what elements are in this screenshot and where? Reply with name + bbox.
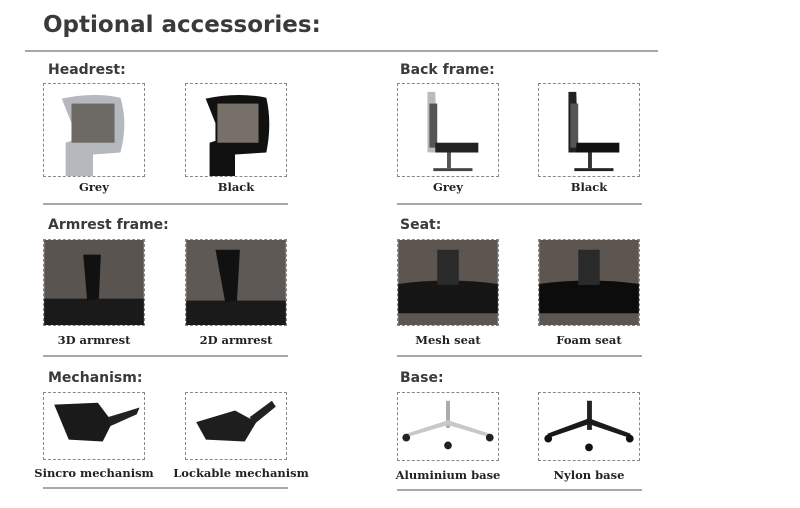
back-frame-black-image[interactable] — [538, 83, 640, 177]
headrest-black-image[interactable] — [185, 83, 287, 177]
seat-mesh-image[interactable] — [397, 239, 499, 326]
section-title-headrest: Headrest: — [48, 62, 126, 78]
base-aluminium-label: Aluminium base — [395, 468, 501, 482]
title-divider — [25, 50, 658, 52]
back-frame-divider — [397, 203, 642, 205]
mechanism-sincro-label: Sincro mechanism — [34, 466, 154, 480]
armrest-2d-image[interactable] — [185, 239, 287, 326]
base-nylon-image[interactable] — [538, 392, 640, 461]
mechanism-lockable-label: Lockable mechanism — [173, 466, 309, 480]
armrest-3d-label: 3D armrest — [57, 333, 131, 347]
headrest-grey-image[interactable] — [43, 83, 145, 177]
section-title-base: Base: — [400, 370, 444, 386]
headrest-black-label: Black — [217, 180, 255, 194]
base-aluminium-image[interactable] — [397, 392, 499, 461]
back-frame-grey-image[interactable] — [397, 83, 499, 177]
section-title-back-frame: Back frame: — [400, 62, 495, 78]
seat-foam-label: Foam seat — [556, 333, 622, 347]
back-frame-grey-label: Grey — [433, 180, 463, 194]
armrest-3d-image[interactable] — [43, 239, 145, 326]
armrest-divider — [43, 355, 288, 357]
seat-foam-image[interactable] — [538, 239, 640, 326]
section-title-armrest-frame: Armrest frame: — [48, 217, 169, 233]
seat-divider — [397, 355, 642, 357]
section-title-mechanism: Mechanism: — [48, 370, 143, 386]
mechanism-sincro-image[interactable] — [43, 392, 145, 460]
armrest-2d-label: 2D armrest — [199, 333, 273, 347]
seat-mesh-label: Mesh seat — [415, 333, 481, 347]
headrest-grey-label: Grey — [79, 180, 109, 194]
mechanism-lockable-image[interactable] — [185, 392, 287, 460]
base-divider — [397, 489, 642, 491]
mechanism-divider — [43, 487, 288, 489]
section-title-seat: Seat: — [400, 217, 442, 233]
page-title: Optional accessories: — [43, 12, 321, 38]
base-nylon-label: Nylon base — [553, 468, 625, 482]
back-frame-black-label: Black — [570, 180, 608, 194]
headrest-divider — [43, 203, 288, 205]
